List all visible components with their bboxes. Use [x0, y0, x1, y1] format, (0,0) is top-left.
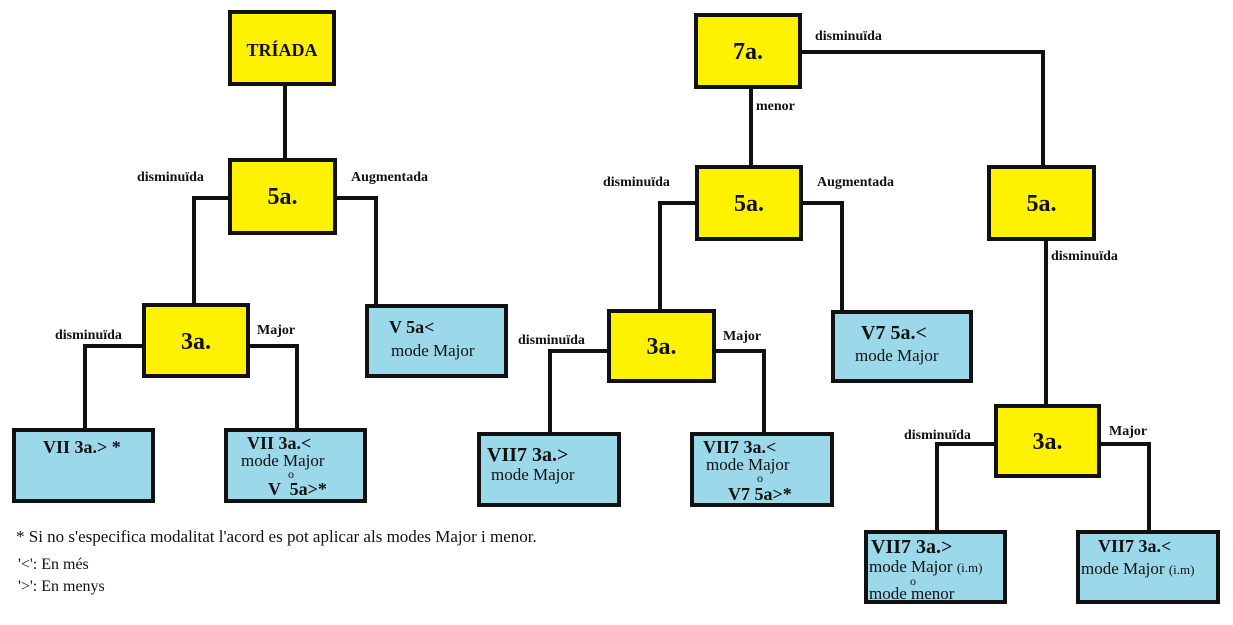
- legend-less: '>': En menys: [18, 578, 105, 595]
- triad-node: TRÍADA: [228, 10, 336, 86]
- result-node: VII7 3a.> mode Major: [477, 432, 621, 507]
- edge-label: Major: [257, 323, 296, 338]
- result-mode: mode Major: [391, 341, 475, 360]
- result-title: VII 3a.> *: [43, 437, 121, 457]
- result-or: o: [757, 471, 763, 485]
- result-node: VII 3a.> *: [12, 428, 155, 503]
- dim-fifth-node: 5a.: [987, 165, 1096, 241]
- edge-label: disminuïda: [518, 333, 585, 348]
- result-mode: mode Major: [855, 346, 939, 365]
- result-title: VII7 3a.>: [487, 444, 569, 466]
- connector: [658, 201, 696, 205]
- result-title: VII7 3a.<: [1098, 536, 1172, 556]
- connector: [548, 349, 609, 353]
- result-alt: V 5a>*: [268, 479, 327, 499]
- result-mode: mode Major: [491, 465, 575, 484]
- connector: [762, 349, 766, 434]
- edge-label: disminuïda: [815, 29, 882, 44]
- fifth-node: 5a.: [695, 165, 803, 241]
- result-alt: mode menor: [869, 584, 955, 603]
- connector: [935, 442, 939, 532]
- connector: [192, 196, 196, 305]
- third-label: 3a.: [646, 334, 677, 360]
- third-node: 3a.: [607, 309, 716, 383]
- connector: [800, 201, 843, 205]
- result-node: V 5a< mode Major: [365, 304, 508, 378]
- dim-third-node: 3a.: [994, 404, 1101, 478]
- result-mode: mode Major: [241, 451, 325, 470]
- edge-label: Augmentada: [817, 175, 895, 190]
- edge-label: disminuïda: [904, 428, 971, 443]
- result-node: VII 3a.< mode Major o V 5a>*: [224, 428, 367, 503]
- result-node: VII7 3a.< mode Major (i.m): [1076, 530, 1220, 604]
- result-mode: mode Major (i.m): [869, 558, 982, 575]
- result-title: VII7 3a.<: [703, 437, 777, 457]
- result-or: o: [910, 574, 916, 588]
- edge-label: menor: [756, 99, 795, 114]
- connector: [295, 344, 299, 430]
- connector: [548, 349, 552, 434]
- connector: [192, 196, 230, 200]
- result-alt: V7 5a>*: [728, 484, 792, 504]
- connector: [840, 201, 844, 312]
- third-node: 3a.: [142, 303, 250, 378]
- legend-more: '<': En més: [18, 556, 89, 573]
- connector: [248, 344, 298, 348]
- result-mode-note: (i.m): [1168, 562, 1195, 577]
- result-title: VII7 3a.>: [871, 536, 953, 558]
- fifth-label: 5a.: [734, 191, 764, 217]
- connector: [374, 196, 378, 306]
- result-title: V 5a<: [389, 317, 435, 337]
- third-label: 3a.: [1032, 429, 1063, 455]
- seventh-label: 7a.: [733, 39, 763, 65]
- result-mode: mode Major (i.m): [1081, 560, 1194, 577]
- footnote: * Si no s'especifica modalitat l'acord e…: [16, 527, 537, 546]
- fifth-label: 5a.: [267, 184, 298, 210]
- fifth-label: 5a.: [1026, 191, 1057, 217]
- edge-label: Major: [1109, 424, 1148, 439]
- edge-label: disminuïda: [603, 175, 670, 190]
- edge-label: disminuïda: [1051, 249, 1118, 264]
- seventh-node: 7a.: [694, 13, 802, 89]
- result-title: V7 5a.<: [861, 322, 927, 344]
- connector: [800, 50, 1044, 54]
- edge-label: disminuïda: [55, 328, 122, 343]
- edge-label: Augmentada: [351, 170, 429, 185]
- result-mode-text: mode Major: [869, 557, 953, 576]
- connector: [935, 442, 996, 446]
- connector: [1044, 239, 1048, 406]
- result-mode-text: mode Major: [1081, 559, 1165, 578]
- triad-label: TRÍADA: [246, 40, 318, 60]
- fifth-node: 5a.: [228, 158, 337, 235]
- connector: [1147, 442, 1151, 532]
- connector: [335, 196, 376, 200]
- result-or: o: [288, 467, 294, 481]
- result-node: VII7 3a.< mode Major o V7 5a>*: [690, 432, 834, 507]
- connector: [83, 344, 87, 430]
- result-node: VII7 3a.> mode Major (i.m) o mode menor: [864, 530, 1007, 604]
- result-mode: mode Major: [706, 455, 790, 474]
- edge-label: disminuïda: [137, 170, 204, 185]
- result-node: V7 5a.< mode Major: [831, 310, 973, 383]
- connector: [1099, 442, 1150, 446]
- connector: [83, 344, 144, 348]
- connector: [1041, 50, 1045, 167]
- result-mode-note: (i.m): [956, 560, 983, 575]
- connector: [749, 87, 753, 167]
- connector: [283, 85, 287, 160]
- result-title: VII 3a.<: [247, 433, 312, 453]
- connector: [714, 349, 765, 353]
- third-label: 3a.: [181, 329, 211, 355]
- connector: [658, 201, 662, 311]
- edge-label: Major: [723, 329, 762, 344]
